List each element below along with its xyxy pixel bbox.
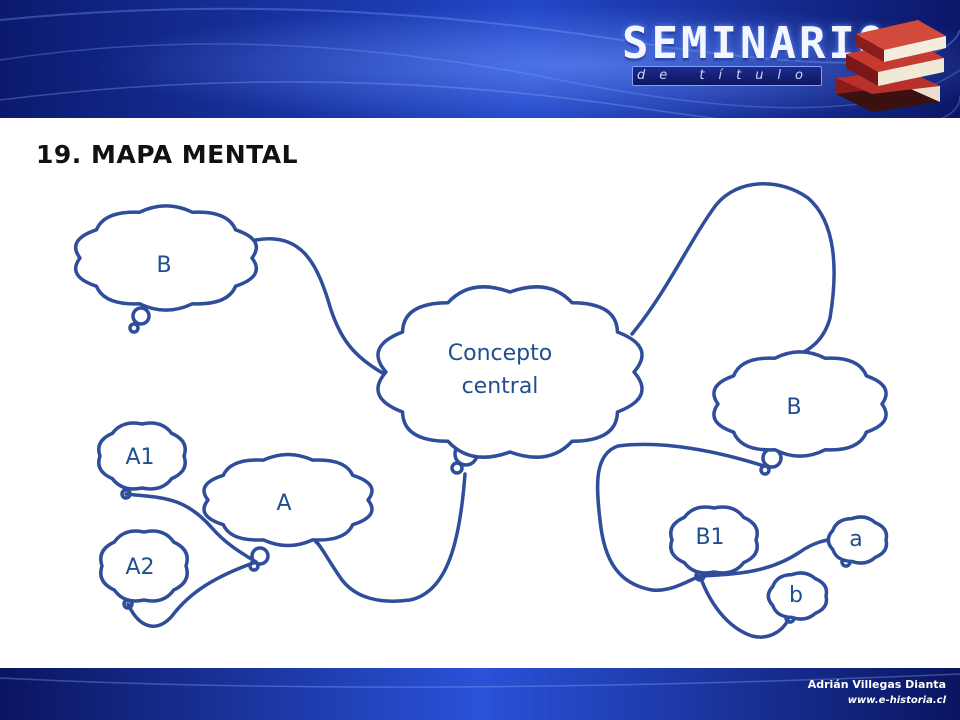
header-background	[0, 0, 960, 118]
node-b1-label: B1	[695, 525, 724, 550]
bubble-tail-a-small	[248, 560, 260, 572]
footer-bar: Adrián Villegas Dianta www.e-historia.cl	[0, 668, 960, 720]
node-small-a-label: a	[849, 527, 862, 552]
connector-central-to-a	[314, 472, 467, 603]
node-a2-cloud	[99, 529, 189, 603]
connector-b-right-to-b1-loop	[595, 442, 766, 592]
node-small-b-cloud	[766, 571, 829, 621]
logo-subtitle: de título	[632, 66, 822, 86]
footer-author: Adrián Villegas Dianta	[807, 678, 946, 691]
node-b-right-cloud	[712, 350, 888, 458]
node-small-b-label: b	[789, 583, 803, 608]
bubble-tail-central-small	[450, 461, 464, 475]
node-b-left-label: B	[156, 253, 171, 278]
bubble-tail-a	[250, 546, 270, 566]
node-small-a-cloud	[826, 515, 889, 565]
node-central-cloud	[376, 285, 644, 459]
footer-background	[0, 668, 960, 720]
node-a1-label: A1	[125, 445, 154, 470]
bubble-tail-a1	[120, 488, 132, 500]
node-central-label-line2: central	[462, 374, 539, 399]
footer-url[interactable]: www.e-historia.cl	[847, 695, 946, 706]
node-a2-label: A2	[125, 555, 154, 580]
bubble-tail-b-right-small	[759, 464, 771, 476]
connector-a2-to-a	[126, 560, 258, 628]
connector-b1-to-b	[698, 574, 790, 639]
node-a-cloud	[202, 452, 374, 548]
slide-title: 19. MAPA MENTAL	[36, 140, 299, 169]
node-b-left-cloud	[74, 204, 258, 312]
books-stack-icon	[836, 20, 946, 112]
connector-b1-to-a	[698, 536, 840, 578]
connector-central-to-b-left	[254, 236, 394, 380]
header-banner: SEMINARIO de título	[0, 0, 960, 118]
node-b1-cloud	[669, 505, 759, 575]
node-a1-cloud	[97, 421, 187, 491]
bubble-tail-b-left-small	[128, 322, 140, 334]
node-b-right-label: B	[786, 395, 801, 420]
bubble-tail-b-left	[131, 306, 151, 326]
logo-title: SEMINARIO	[622, 18, 888, 69]
node-central-label-line1: Concepto	[448, 341, 552, 366]
connector-a1-to-a	[124, 492, 258, 564]
node-a-label: A	[276, 491, 291, 516]
connector-central-to-b-right-loop	[630, 182, 836, 358]
